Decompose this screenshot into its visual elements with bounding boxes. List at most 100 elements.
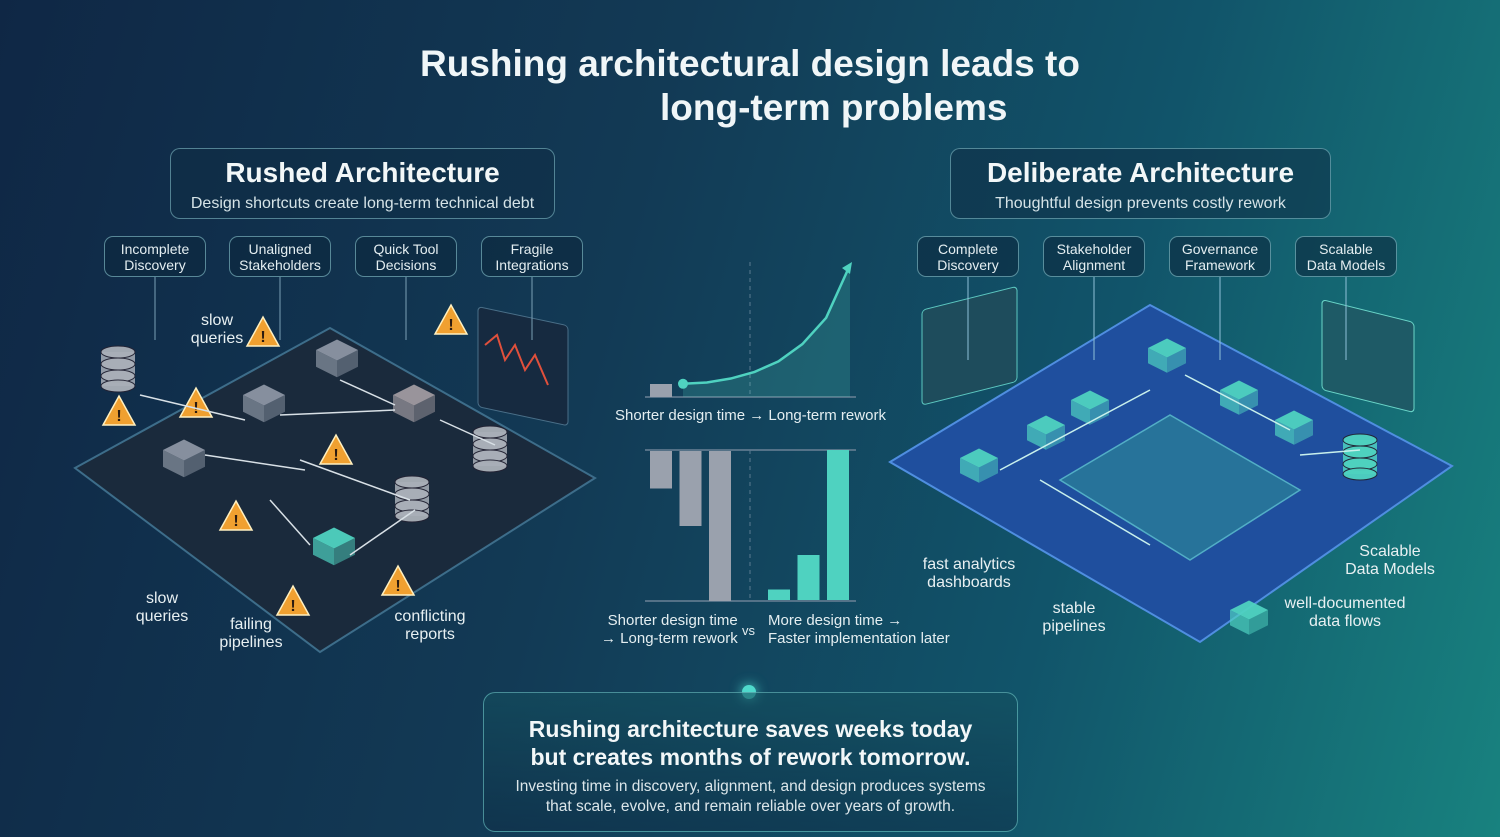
bottom-chart-right-caption: More design time →Faster implementation … (768, 612, 950, 648)
top-chart-caption: Shorter design time → Long-term rework (615, 407, 886, 424)
tangled-connection (339, 379, 396, 406)
label-line: well-documented (1284, 595, 1406, 612)
service-cube (1275, 410, 1313, 445)
arrow-head-icon (842, 262, 852, 274)
implementation-speed-bar (797, 555, 820, 600)
svg-text:!: ! (233, 513, 238, 530)
top-chart-bar (650, 384, 672, 397)
chip-line: Discovery (124, 257, 186, 273)
takeaway-headline-1: Rushing architecture saves weeks today (528, 716, 973, 742)
implementation-speed-bar (768, 589, 790, 600)
rushed-architecture-title: Rushed Architecture (225, 157, 500, 188)
label-line: dashboards (927, 574, 1011, 591)
inner-platform (1058, 414, 1302, 561)
svg-text:!: ! (395, 578, 400, 595)
analytics-dashboard-monitor (921, 286, 1018, 405)
warning-icon: ! (218, 499, 254, 531)
top-chart-start-point (678, 378, 688, 389)
chip-line: Framework (1184, 257, 1255, 273)
chip-line: Scalable (1319, 241, 1373, 257)
server-cube (163, 439, 205, 478)
svg-text:!: ! (116, 408, 121, 425)
warning-icon: ! (318, 433, 354, 465)
label-line: pipelines (1042, 618, 1106, 635)
chip-line: Unaligned (248, 241, 312, 257)
tangled-connection (299, 459, 411, 501)
label-line: slow (145, 590, 179, 607)
svg-text:!: ! (260, 329, 265, 346)
label-line: failing (230, 616, 272, 633)
label-line: fast analytics (922, 556, 1016, 573)
title-line-1: Rushing architectural design leads to (420, 43, 1080, 84)
takeaway-headline-2: but creates months of rework tomorrow. (530, 744, 971, 770)
tangled-connection (279, 409, 396, 416)
tangled-connection (204, 454, 306, 471)
service-cube (960, 448, 998, 483)
service-cube (1230, 600, 1268, 635)
chip-line: Incomplete (120, 241, 190, 257)
tangled-connection (269, 499, 311, 546)
bottom-chart-left-caption: Shorter design time→ Long-term rework (601, 612, 738, 648)
label-line: Scalable (1359, 543, 1421, 560)
label-line: pipelines (219, 634, 283, 651)
top-chart-curve (682, 264, 852, 386)
chip-line: Fragile (510, 241, 554, 257)
database-icon (100, 345, 136, 393)
key-takeaway-box: Rushing architecture saves weeks today b… (483, 692, 1018, 832)
database-icon (472, 425, 508, 473)
data-model-screen (1321, 299, 1415, 413)
svg-text:!: ! (333, 447, 338, 464)
caption-line: Faster implementation later (768, 630, 950, 647)
vs-label: vs (742, 623, 755, 638)
rework-bar (709, 451, 731, 601)
tangled-connection (349, 509, 416, 556)
label-line: stable (1052, 600, 1096, 617)
deliberate-architecture-header: Deliberate Architecture Thoughtful desig… (950, 148, 1331, 219)
takeaway-body-2: that scale, evolve, and remain reliable … (545, 798, 956, 815)
chip-line: Data Models (1306, 257, 1386, 273)
label-line: Data Models (1345, 561, 1435, 578)
warning-icon: ! (101, 394, 137, 426)
warning-icon: ! (275, 584, 311, 616)
rushed-architecture-subtitle: Design shortcuts create long-term techni… (190, 195, 535, 212)
data-flow-line (999, 389, 1151, 471)
warning-icon: ! (380, 564, 416, 596)
rework-bar (679, 451, 702, 526)
rushed-architecture-header: Rushed Architecture Design shortcuts cre… (170, 148, 555, 219)
label-line: conflicting (394, 608, 466, 625)
label-line: queries (135, 608, 189, 625)
deliberate-architecture-title: Deliberate Architecture (986, 157, 1295, 188)
title-line-2: long-term problems (660, 87, 1008, 128)
caption-line: → Long-term rework (601, 630, 738, 647)
tangled-connection (139, 394, 246, 421)
data-flow-line (1039, 479, 1151, 546)
data-flow-line (1299, 449, 1361, 456)
chip-line: Complete (938, 241, 998, 257)
service-cube (1148, 338, 1186, 373)
top-chart-area (683, 265, 850, 397)
svg-text:!: ! (448, 317, 453, 334)
implementation-speed-bar (827, 450, 849, 600)
label-line: slow (200, 312, 234, 329)
data-flow-line (1184, 374, 1291, 431)
svg-text:!: ! (290, 598, 295, 615)
takeaway-body-1: Investing time in discovery, alignment, … (515, 778, 986, 795)
database-icon (394, 475, 430, 523)
error-trend-line (484, 333, 549, 386)
caption-line: Shorter design time (607, 612, 738, 629)
caption-line: More design time → (768, 612, 903, 629)
chip-line: Integrations (495, 257, 569, 273)
server-cube (243, 384, 285, 423)
